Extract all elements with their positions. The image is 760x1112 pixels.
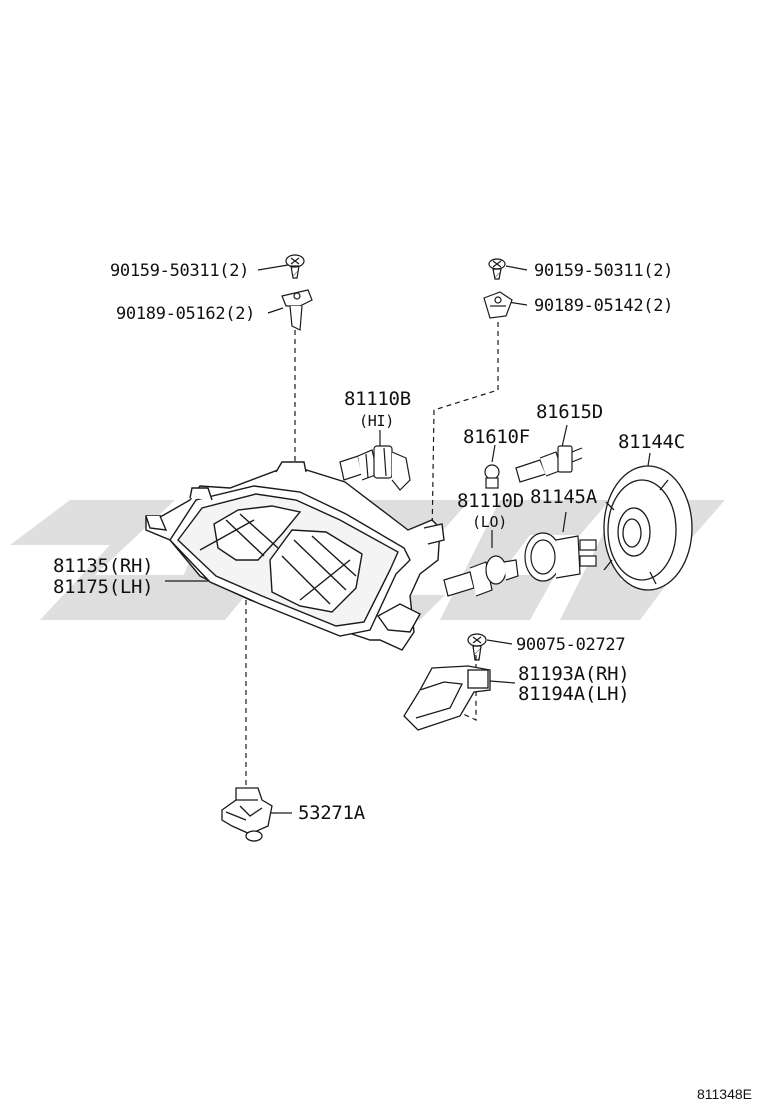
- label-81175-lh: 81175(LH): [53, 576, 154, 598]
- label-90075-02727: 90075-02727: [516, 635, 626, 655]
- socket-81145a-icon: [524, 532, 597, 582]
- small-bulb-81610f-icon: [484, 464, 500, 489]
- label-81110b: 81110B: [344, 388, 411, 410]
- clip-right-icon: [483, 291, 513, 319]
- label-81194a-lh: 81194A(LH): [518, 683, 630, 705]
- bracket-icon: [403, 665, 491, 731]
- headlamp-housing-icon: [145, 461, 445, 651]
- label-53271a: 53271A: [298, 802, 365, 824]
- label-90189-05162: 90189-05162(2): [116, 304, 256, 324]
- screw-right-icon: [488, 258, 506, 280]
- clip-left-icon: [281, 289, 313, 331]
- label-81193a-rh: 81193A(RH): [518, 663, 630, 685]
- label-81135-rh: 81135(RH): [53, 555, 154, 577]
- label-hi-note: (HI): [359, 412, 394, 430]
- label-81144c: 81144C: [618, 431, 685, 453]
- label-81145a: 81145A: [530, 486, 597, 508]
- screw-bracket-icon: [467, 633, 487, 661]
- bulb-81615d-icon: [515, 445, 583, 483]
- label-90159-50311-right: 90159-50311(2): [534, 261, 674, 281]
- label-90159-50311-left: 90159-50311(2): [110, 261, 250, 281]
- clip-53271a-icon: [221, 787, 273, 842]
- lo-bulb-icon: [443, 555, 519, 597]
- screw-left-icon: [285, 254, 305, 279]
- label-lo-note: (LO): [472, 513, 507, 531]
- label-81615d: 81615D: [536, 401, 603, 423]
- hi-bulb-icon: [339, 445, 411, 491]
- label-81110d: 81110D: [457, 490, 524, 512]
- label-81610f: 81610F: [463, 426, 530, 448]
- cover-81144c-icon: [603, 465, 693, 591]
- label-90189-05142: 90189-05142(2): [534, 296, 674, 316]
- figure-reference: 811348E: [696, 1086, 752, 1102]
